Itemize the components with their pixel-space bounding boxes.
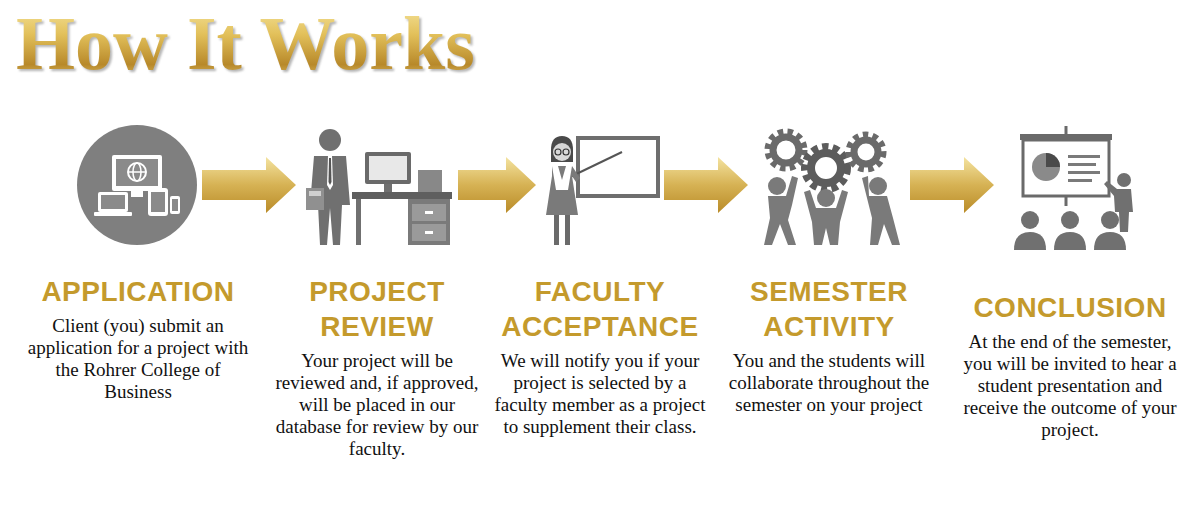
step-heading: CONCLUSION: [955, 290, 1185, 325]
step-text: CONCLUSION At the end of the semester, yo…: [955, 290, 1185, 441]
flow-arrow: [664, 157, 748, 213]
presentation-icon: [1014, 126, 1133, 250]
step-heading: APPLICATION: [23, 274, 253, 309]
step-text: APPLICATION Client (you) submit an applic…: [23, 274, 253, 403]
step-description: You and the students will collaborate th…: [723, 350, 935, 416]
teacher-icon: [546, 136, 658, 245]
devices-icon: [77, 125, 197, 245]
step-node: FACULTY ACCEPTANCEWe will notify you if …: [540, 128, 660, 242]
step-node: APPLICATIONClient (you) submit an applic…: [78, 128, 198, 242]
flow-arrow: [910, 157, 994, 213]
step-description: Your project will be reviewed and, if ap…: [266, 350, 488, 460]
step-description: At the end of the semester, you will be …: [955, 331, 1185, 441]
step-heading: SEMESTER ACTIVITY: [723, 274, 935, 344]
step-text: FACULTY ACCEPTANCEWe will notify you if …: [487, 274, 713, 438]
step-node: PROJECT REVIEWYour project will be revie…: [300, 128, 454, 242]
title-frame: How It Works: [16, 0, 475, 86]
step-node: SEMESTER ACTIVITYYou and the students wi…: [752, 128, 906, 242]
step-node: CONCLUSIONAt the end of the semester, yo…: [998, 128, 1142, 242]
title: How It Works: [16, 0, 475, 86]
step-description: Client (you) submit an application for a…: [23, 315, 253, 403]
step-text: SEMESTER ACTIVITYYou and the students wi…: [723, 274, 935, 416]
teamwork-gears-icon: [764, 133, 900, 245]
step-text: PROJECT REVIEWYour project will be revie…: [266, 274, 488, 460]
step-description: We will notify you if your project is se…: [487, 350, 713, 438]
flow-arrow: [202, 157, 296, 213]
step-heading: PROJECT REVIEW: [266, 274, 488, 344]
step-heading: FACULTY ACCEPTANCE: [487, 274, 713, 344]
desk-worker-icon: [306, 129, 452, 245]
flow-arrow: [458, 157, 536, 213]
